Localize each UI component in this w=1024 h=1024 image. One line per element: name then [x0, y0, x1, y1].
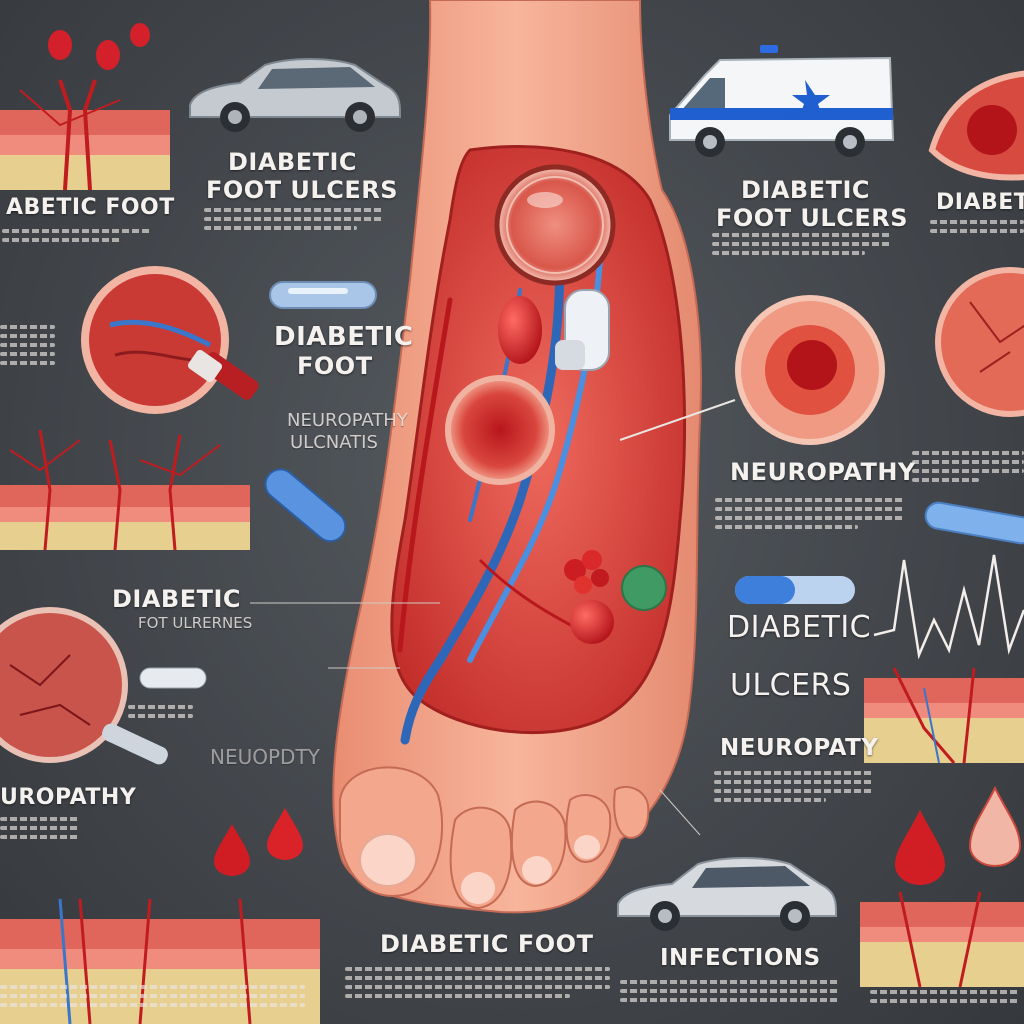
skin-layer-icon: [0, 429, 250, 551]
pill-icon: [139, 667, 207, 689]
blood-drop-icon: [214, 824, 250, 876]
label-far-right-top: DIABET: [936, 190, 1024, 215]
magnifier-icon: [928, 70, 1024, 181]
label-right-big-2: ULCERS: [730, 668, 852, 703]
text-placeholder: [2, 224, 152, 247]
text-placeholder: [712, 228, 892, 260]
label-bottom-left: UROPATHY: [0, 785, 137, 810]
label-lower-left-1: DIABETIC: [112, 585, 242, 613]
pill-icon: [735, 576, 855, 604]
magnifier-icon: [735, 295, 885, 445]
label-right-small: NEUROPATY: [720, 735, 879, 761]
label-mid-left-2: FOOT: [297, 352, 373, 380]
blood-drop-icon: [267, 808, 303, 860]
label-ambulance-side: HEISTSTOLLEE: [780, 110, 847, 120]
car-icon: [189, 58, 401, 132]
label-right-big-1: DIABETIC: [727, 610, 872, 645]
text-placeholder: [620, 975, 840, 1007]
text-placeholder: [715, 493, 905, 534]
label-lower-left-small: NEUOPDTY: [210, 745, 320, 769]
text-placeholder: [0, 812, 80, 844]
magnifier-icon: [81, 266, 259, 414]
skin-layer-icon: [864, 667, 1024, 764]
magnifier-icon: [0, 607, 168, 765]
text-placeholder: [128, 700, 193, 723]
skin-layer-icon: [0, 79, 170, 191]
pill-icon: [924, 501, 1024, 545]
label-top-center-left-1: DIABETIC: [228, 148, 358, 176]
blood-drop-icon: [895, 810, 945, 885]
label-lower-left-2: FOT ULRERNES: [138, 614, 253, 632]
label-top-center-left-2: FOOT ULCERS: [206, 176, 398, 204]
label-top-left-header: ABETIC FOOT: [6, 195, 175, 220]
label-mid-left-1: DIABETIC: [274, 322, 414, 352]
text-placeholder: [345, 962, 610, 1003]
text-placeholder: [870, 985, 1020, 1008]
car-icon: [617, 857, 837, 931]
text-placeholder: [912, 446, 1024, 487]
pill-icon: [269, 281, 377, 309]
ambulance-icon: [669, 45, 895, 157]
ecg-line-icon: [873, 554, 1024, 660]
text-placeholder: [714, 766, 874, 807]
text-placeholder: [0, 320, 55, 370]
label-mid-right: NEUROPATHY: [730, 458, 916, 486]
pill-icon: [264, 468, 347, 543]
text-placeholder: [930, 215, 1024, 238]
magnifier-icon: [935, 267, 1024, 417]
skin-layer-icon: [860, 891, 1024, 988]
label-bottom-center: DIABETIC FOOT: [380, 930, 594, 958]
text-placeholder: [204, 203, 384, 235]
blood-drop-icon: [968, 785, 1022, 867]
blood-drop-icon: [48, 23, 150, 70]
label-top-right-2: FOOT ULCERS: [716, 204, 908, 232]
label-mid-left-sub-1: NEUROPATHY: [287, 410, 408, 431]
text-placeholder: [0, 980, 305, 1012]
label-top-right-1: DIABETIC: [741, 176, 871, 204]
label-mid-left-sub-2: ULCNATIS: [290, 432, 378, 453]
label-bottom-right: INFECTIONS: [660, 945, 821, 971]
